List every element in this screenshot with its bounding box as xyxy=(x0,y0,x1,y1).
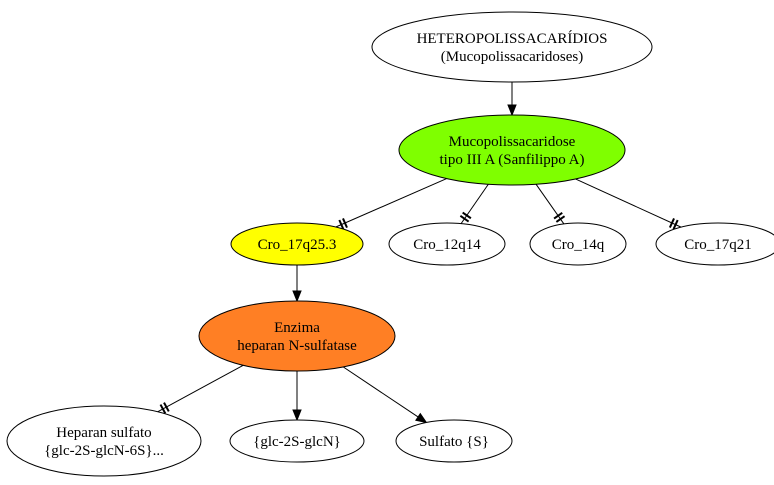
node-label: Sulfato {S} xyxy=(419,434,489,450)
edge-sanfilippo-to-cro_17q25_3 xyxy=(335,178,447,230)
edges-layer xyxy=(157,82,682,424)
node-ellipse xyxy=(230,222,364,266)
node-label: {glc-2S-glcN-6S}... xyxy=(44,443,164,459)
arrow-head xyxy=(507,104,517,117)
edge-line xyxy=(335,178,447,228)
edge-line xyxy=(157,364,244,413)
tee-mark xyxy=(462,211,472,220)
arrow-head xyxy=(292,290,302,303)
node-label: Mucopolissacaridose xyxy=(449,134,576,150)
node-glc-2s-glcn: {glc-2S-glcN} xyxy=(229,419,365,463)
edge-enzima-to-glc_2s_glcn xyxy=(292,371,302,422)
edge-line xyxy=(460,183,489,224)
arrow-head xyxy=(415,412,428,424)
edge-enzima-to-heparan_sulfato xyxy=(157,364,244,414)
edge-line xyxy=(535,183,565,225)
edge-cro_17q25_3-to-enzima xyxy=(292,265,302,303)
node-sanfilippo: Mucopolissacaridose tipo III A (Sanfilipp… xyxy=(398,114,626,186)
edge-line xyxy=(342,366,419,418)
node-label: Cro_17q21 xyxy=(684,237,752,253)
node-label: {glc-2S-glcN} xyxy=(253,434,341,450)
arrow-head xyxy=(292,409,302,422)
node-label: Cro_12q14 xyxy=(413,237,481,253)
node-ellipse xyxy=(395,419,513,463)
node-ellipse xyxy=(6,405,202,477)
tee-mark xyxy=(553,212,563,220)
node-ellipse xyxy=(398,114,626,186)
edge-heteropolissacaridios-to-sanfilippo xyxy=(507,82,517,117)
tee-mark xyxy=(163,402,170,412)
node-ellipse xyxy=(529,222,627,266)
node-label: tipo III A (Sanfilippo A) xyxy=(440,152,585,168)
tee-mark xyxy=(668,218,675,228)
tee-mark xyxy=(555,215,566,223)
node-sulfato: Sulfato {S} xyxy=(395,419,513,463)
node-ellipse xyxy=(655,222,774,266)
node-heparan-sulfato: Heparan sulfato {glc-2S-glcN-6S}... xyxy=(6,405,202,477)
node-ellipse xyxy=(388,222,506,266)
node-label: (Mucopolissacaridoses) xyxy=(441,49,583,65)
edge-sanfilippo-to-cro_14q xyxy=(535,183,566,225)
node-ellipse xyxy=(198,300,396,372)
node-cro-14q: Cro_14q xyxy=(529,222,627,266)
edge-line xyxy=(575,178,682,228)
node-ellipse xyxy=(371,11,653,83)
node-cro-17q25-3: Cro_17q25.3 xyxy=(230,222,364,266)
node-cro-17q21: Cro_17q21 xyxy=(655,222,774,266)
node-label: Cro_14q xyxy=(552,237,605,253)
node-label: Enzima xyxy=(274,320,320,336)
edge-sanfilippo-to-cro_12q14 xyxy=(459,183,489,224)
edge-enzima-to-sulfato xyxy=(342,366,428,424)
edge-sanfilippo-to-cro_17q21 xyxy=(575,178,682,230)
nodes-layer: HETEROPOLISSACARÍDIOS (Mucopolissacaridos… xyxy=(6,11,774,477)
tee-mark xyxy=(459,215,470,223)
node-ellipse xyxy=(229,419,365,463)
node-label: Cro_17q25.3 xyxy=(258,237,337,253)
node-cro-12q14: Cro_12q14 xyxy=(388,222,506,266)
tee-mark xyxy=(672,219,679,230)
node-label: HETEROPOLISSACARÍDIOS xyxy=(417,30,608,47)
node-heteropolissacaridios: HETEROPOLISSACARÍDIOS (Mucopolissacaridos… xyxy=(371,11,653,83)
tee-mark xyxy=(342,218,348,228)
tee-mark xyxy=(159,404,167,414)
node-label: Heparan sulfato xyxy=(56,425,151,441)
node-label: heparan N-sulfatase xyxy=(237,338,357,354)
node-enzima: Enzima heparan N-sulfatase xyxy=(198,300,396,372)
tee-mark xyxy=(338,219,345,230)
